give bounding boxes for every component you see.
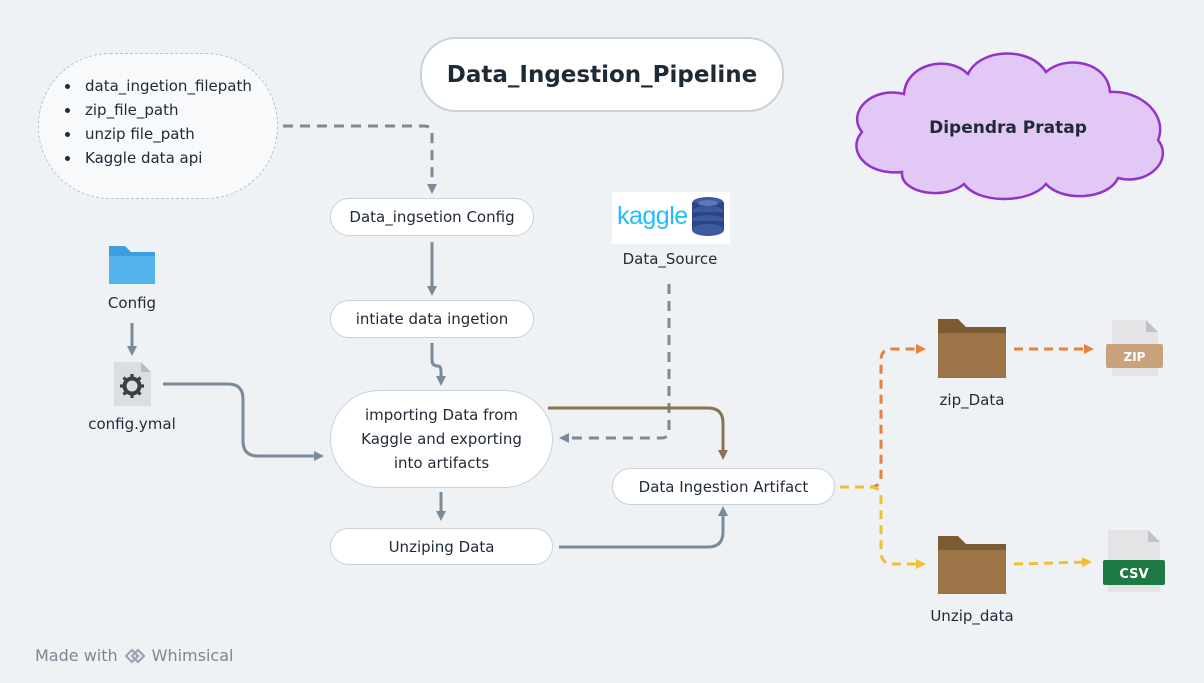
- config-file-icon: [114, 362, 151, 406]
- bullet-item: zip_file_path: [81, 98, 277, 122]
- node-unzip-data[interactable]: Unziping Data: [330, 528, 553, 565]
- kaggle-logo: kaggle: [612, 192, 730, 244]
- footer-made-with: Made with Whimsical: [35, 646, 233, 665]
- node-initiate-ingestion[interactable]: intiate data ingetion: [330, 300, 534, 338]
- whimsical-logo-icon: [124, 647, 146, 664]
- config-file-label: config.ymal: [88, 415, 176, 433]
- folder-icon: [109, 246, 155, 284]
- author-name: Dipendra Pratap: [929, 118, 1087, 138]
- database-icon: [692, 197, 724, 236]
- zip-data-folder-icon: [938, 319, 1006, 378]
- bullet-item: data_ingetion_filepath: [81, 74, 277, 98]
- node-import-line: importing Data from: [365, 406, 518, 424]
- edge-unzipfolder-to-csv: [1013, 557, 1092, 568]
- node-import-line: Kaggle and exporting: [361, 430, 522, 448]
- data-source-label: Data_Source: [622, 250, 718, 268]
- node-import-line: into artifacts: [393, 454, 490, 472]
- kaggle-wordmark: kaggle: [617, 202, 688, 230]
- edge-source-to-import: [559, 284, 671, 443]
- edge-initiate-to-import: [430, 343, 446, 386]
- edge-import-to-artifact: [548, 406, 728, 460]
- config-bullet-list: data_ingetion_filepath zip_file_path unz…: [39, 74, 277, 170]
- zip-data-label: zip_Data: [939, 391, 1005, 409]
- edge-artifact-to-zip: [840, 344, 926, 489]
- node-import-data[interactable]: importing Data from Kaggle and exporting…: [330, 390, 553, 488]
- config-folder-label: Config: [107, 294, 157, 312]
- csv-file-icon: CSV: [1103, 530, 1165, 592]
- config-bullets-bubble: data_ingetion_filepath zip_file_path unz…: [38, 53, 278, 199]
- csv-badge-text: CSV: [1119, 567, 1148, 582]
- zip-badge-text: ZIP: [1124, 350, 1146, 364]
- node-data-ingestion-config[interactable]: Data_ingsetion Config: [330, 198, 534, 236]
- edge-file-to-import: [163, 382, 324, 461]
- edge-bullets-to-config: [283, 124, 437, 194]
- footer-brand[interactable]: Whimsical: [151, 646, 234, 665]
- zip-file-icon: ZIP: [1106, 320, 1163, 376]
- author-cloud-shape: [855, 52, 1165, 201]
- footer-made-with-text: Made with: [35, 646, 118, 665]
- page-title: Data_Ingestion_Pipeline: [420, 37, 784, 112]
- unzip-data-folder-icon: [938, 536, 1006, 594]
- edge-artifact-to-unzipdata: [840, 485, 926, 569]
- unzip-data-label: Unzip_data: [930, 607, 1014, 625]
- edge-unzip-to-artifact: [559, 506, 728, 549]
- bullet-item: Kaggle data api: [81, 146, 277, 170]
- bullet-item: unzip file_path: [81, 122, 277, 146]
- node-data-ingestion-artifact[interactable]: Data Ingestion Artifact: [612, 468, 835, 505]
